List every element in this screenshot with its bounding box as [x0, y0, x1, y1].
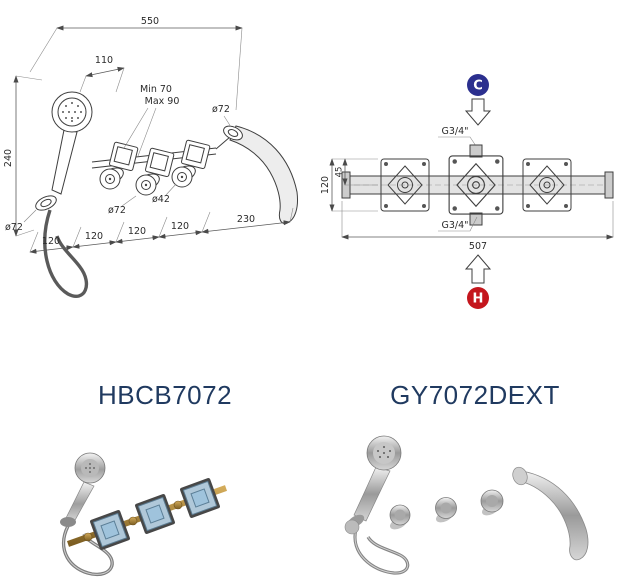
- spout-illustration: [223, 125, 298, 224]
- trim-hose-illustration: [353, 528, 410, 575]
- valve-assembly-illustration: [341, 144, 614, 226]
- dia72-spout-label: ø72: [212, 104, 230, 115]
- dim-550-label: 550: [141, 16, 159, 27]
- dim-chain-bottom: 120 120 120 120 230: [29, 207, 294, 254]
- max-depth-label: Max 90: [145, 96, 180, 107]
- dim-110: 110: [79, 55, 125, 93]
- dim-110-label: 110: [95, 55, 113, 66]
- dia42-handle-label: ø42: [152, 194, 170, 205]
- dim-dia72-spout: ø72: [212, 104, 232, 128]
- dim-dia42-handle: ø42: [152, 183, 177, 205]
- dim-dia72-holder: ø72: [5, 209, 37, 233]
- dim-240-label: 240: [3, 149, 14, 167]
- thread-top-label: G3/4": [441, 126, 468, 137]
- thread-bottom-label: G3/4": [441, 220, 468, 231]
- cold-indicator: C: [467, 74, 489, 96]
- dim-120-right: 120: [320, 158, 378, 212]
- product-code-hbcb7072: HBCB7072: [97, 380, 233, 410]
- trim-handles-illustration: [389, 489, 504, 530]
- hot-indicator-label: H: [473, 292, 484, 307]
- dim-230-label: 230: [237, 214, 255, 225]
- roughin-valves-illustration: [90, 478, 220, 550]
- hbcb7072-technical-drawing: 550 110 Min 70 Max 90 ø72 240: [3, 16, 298, 298]
- flow-down-arrow-icon: [464, 98, 492, 126]
- dia72-trim-label: ø72: [108, 205, 126, 216]
- hbcb7072-product-photo: [60, 452, 228, 577]
- dim-507-label: 507: [469, 241, 487, 252]
- trim-spout-illustration: [512, 466, 589, 561]
- dim-240: 240: [3, 75, 43, 237]
- cold-indicator-label: C: [473, 79, 483, 94]
- dim-120c-label: 120: [128, 226, 146, 237]
- dim-45-label: 45: [335, 167, 345, 178]
- dim-120b-label: 120: [85, 231, 103, 242]
- gy7072dext-product-photo: [344, 435, 589, 575]
- roughin-handshower-illustration: [60, 452, 106, 527]
- dim-min-max-depth: Min 70 Max 90: [123, 84, 180, 157]
- min-depth-label: Min 70: [140, 84, 172, 95]
- thread-bottom: G3/4": [438, 216, 478, 232]
- dim-45: 45: [335, 158, 378, 186]
- gy7072dext-technical-drawing: C G3/4" 120: [320, 74, 614, 309]
- trim-handshower-illustration: [344, 435, 402, 535]
- dim-120a-label: 120: [42, 236, 60, 247]
- valve-bodies-illustration: [97, 139, 211, 196]
- dim-dia72-trim: ø72: [108, 195, 137, 216]
- dim-120d-label: 120: [171, 221, 189, 232]
- hot-indicator: H: [467, 287, 489, 309]
- handshower-spray-face: [62, 102, 82, 122]
- thread-top: G3/4": [438, 126, 477, 147]
- dim-507: 507: [341, 201, 614, 252]
- handshower-illustration: [35, 91, 93, 298]
- product-code-gy7072dext: GY7072DEXT: [390, 380, 560, 410]
- roughin-hose-illustration: [61, 525, 114, 577]
- dim-550: 550: [29, 16, 243, 111]
- dim-120-right-label: 120: [320, 176, 331, 194]
- dia72-holder-label: ø72: [5, 222, 23, 233]
- flow-up-arrow-icon: [464, 254, 492, 284]
